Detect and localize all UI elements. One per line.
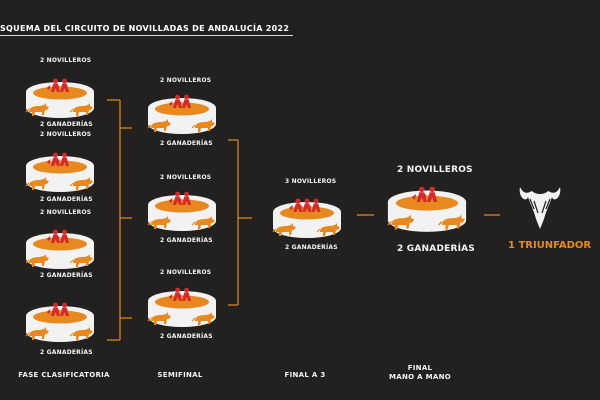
qualifying-ring-3	[25, 229, 94, 269]
final3-ring	[272, 198, 341, 238]
bullrings-layer	[25, 78, 561, 342]
bullring-icon	[26, 82, 94, 118]
qualifying-ring-1-novilleros: 2 NOVILLEROS	[40, 57, 92, 64]
bullring-icon	[148, 98, 216, 134]
logo-detail	[529, 198, 551, 214]
bracket-connectors	[107, 99, 500, 341]
semifinal-ring-3-novilleros: 2 NOVILLEROS	[160, 269, 212, 276]
semifinal-ring-3	[147, 287, 216, 327]
phase-label-final3: FINAL A 3	[284, 371, 326, 379]
bullring-icon	[148, 291, 216, 327]
qualifying-ring-4-ganaderias: 2 GANADERÍAS	[40, 349, 93, 356]
semifinal-ring-3-ganaderias: 2 GANADERÍAS	[160, 333, 213, 340]
qualifying-ring-2-novilleros: 2 NOVILLEROS	[40, 131, 92, 138]
qualifying-ring-4	[25, 302, 94, 342]
final-novilleros: 2 NOVILLEROS	[397, 165, 473, 175]
qualifying-ring-1-ganaderias: 2 GANADERÍAS	[40, 121, 93, 128]
semifinal-ring-1-ganaderias: 2 GANADERÍAS	[160, 140, 213, 147]
logo-head-shape	[519, 187, 561, 229]
qualifying-ring-3-ganaderias: 2 GANADERÍAS	[40, 272, 93, 279]
bull-head-logo	[519, 187, 561, 229]
semifinal-ring-1-novilleros: 2 NOVILLEROS	[160, 77, 212, 84]
diagram-title: SQUEMA DEL CIRCUITO DE NOVILLADAS DE AND…	[0, 24, 294, 36]
phase-label-final-line1: FINAL	[407, 364, 433, 372]
final3-novilleros: 3 NOVILLEROS	[285, 178, 337, 185]
semifinal-ring-2-novilleros: 2 NOVILLEROS	[160, 174, 212, 181]
semifinal-ring-1	[147, 94, 216, 134]
semifinal-ring-2-ganaderias: 2 GANADERÍAS	[160, 237, 213, 244]
phase-label-qualifying: FASE CLASIFICATORIA	[18, 371, 110, 379]
bullring-icon	[26, 233, 94, 269]
qualifying-ring-3-novilleros: 2 NOVILLEROS	[40, 209, 92, 216]
qualifying-ring-2-ganaderias: 2 GANADERÍAS	[40, 196, 93, 203]
phase-label-semifinal: SEMIFINAL	[157, 371, 203, 379]
phase-label-final-line2: MANO A MANO	[389, 373, 451, 381]
winner-label: 1 TRIUNFADOR	[508, 240, 592, 251]
bullring-icon	[26, 156, 94, 192]
bullring-icon	[26, 306, 94, 342]
qualifying-ring-1	[25, 78, 94, 118]
qualifying-ring-2	[25, 152, 94, 192]
bullring-icon	[148, 195, 216, 231]
bullring-icon	[387, 190, 467, 232]
final-ganaderias: 2 GANADERÍAS	[397, 244, 475, 254]
semifinal-ring-2	[147, 191, 216, 231]
final-ring	[387, 186, 467, 232]
final3-ganaderias: 2 GANADERÍAS	[285, 244, 338, 251]
